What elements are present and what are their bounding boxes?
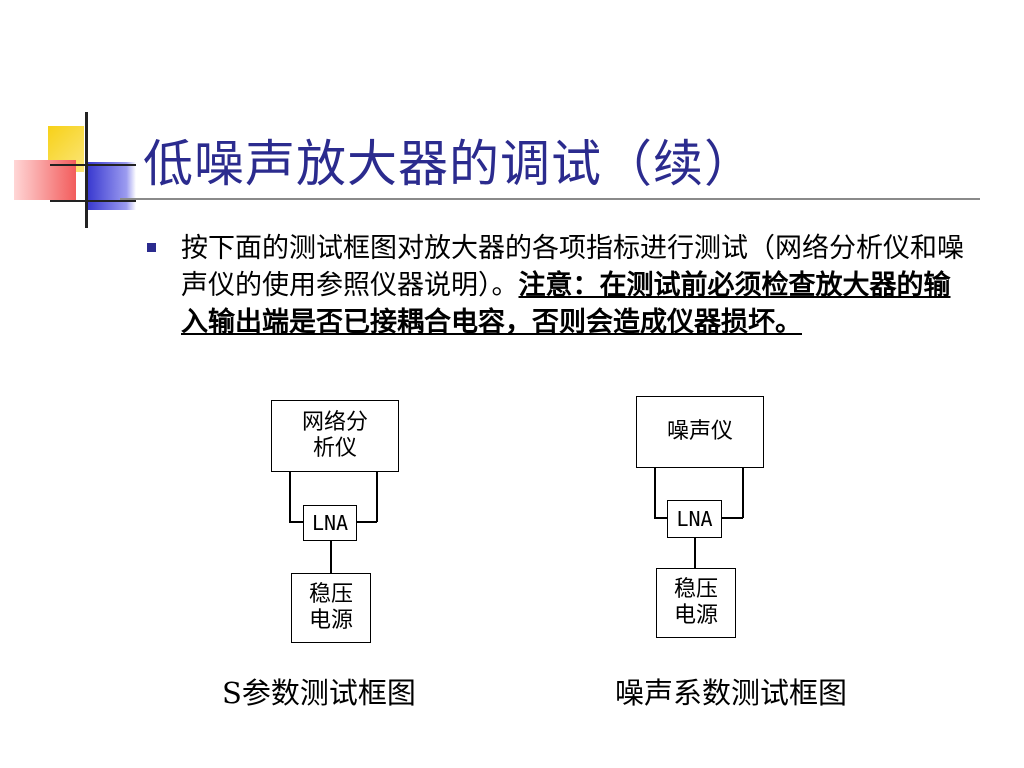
noise-caption: 噪声系数测试框图 (615, 676, 848, 710)
network-analyzer-label: 网络分析仪 (301, 410, 368, 461)
s-param-caption: S参数测试框图 (222, 676, 416, 710)
n-left-wire-down (654, 468, 656, 518)
bullet-marker (147, 243, 156, 252)
n-right-wire-across (721, 517, 743, 519)
n-power-wire (694, 538, 696, 568)
s-lna-label: LNA (311, 511, 349, 535)
s-power-wire (330, 541, 332, 573)
n-lna-label: LNA (676, 507, 713, 531)
n-left-wire-across (654, 517, 667, 519)
title-rule (120, 198, 980, 200)
n-power-supply-box: 稳压电源 (656, 568, 736, 638)
bullet-paragraph: 按下面的测试框图对放大器的各项指标进行测试（网络分析仪和噪声仪的使用参照仪器说明… (181, 230, 976, 341)
s-left-wire-across (289, 521, 304, 523)
s-left-wire-down (289, 472, 291, 522)
slide-title: 低噪声放大器的调试（续） (143, 135, 755, 193)
deco-blue-square (88, 162, 136, 210)
n-right-wire-down (742, 468, 744, 518)
noise-meter-box: 噪声仪 (636, 396, 764, 468)
bullet-text: 按下面的测试框图对放大器的各项指标进行测试（网络分析仪和噪声仪的使用参照仪器说明… (181, 233, 964, 301)
deco-horizontal-line-bottom (50, 200, 136, 202)
s-power-supply-label: 稳压电源 (308, 582, 353, 633)
noise-meter-label: 噪声仪 (666, 419, 733, 444)
s-right-wire-down (376, 472, 378, 522)
s-lna-box: LNA (303, 505, 357, 541)
deco-vertical-line (85, 112, 88, 228)
s-right-wire-across (356, 521, 377, 523)
n-power-supply-label: 稳压电源 (673, 577, 718, 628)
deco-red-square (14, 160, 76, 200)
network-analyzer-box: 网络分析仪 (271, 400, 399, 472)
s-power-supply-box: 稳压电源 (291, 573, 371, 643)
n-lna-box: LNA (667, 500, 722, 538)
bullet-note: 注意：在测试前必须检查放大器的输入输出端是否已接耦合电容，否则会造成仪器损坏。 (181, 270, 951, 338)
deco-horizontal-line-top (50, 164, 136, 166)
